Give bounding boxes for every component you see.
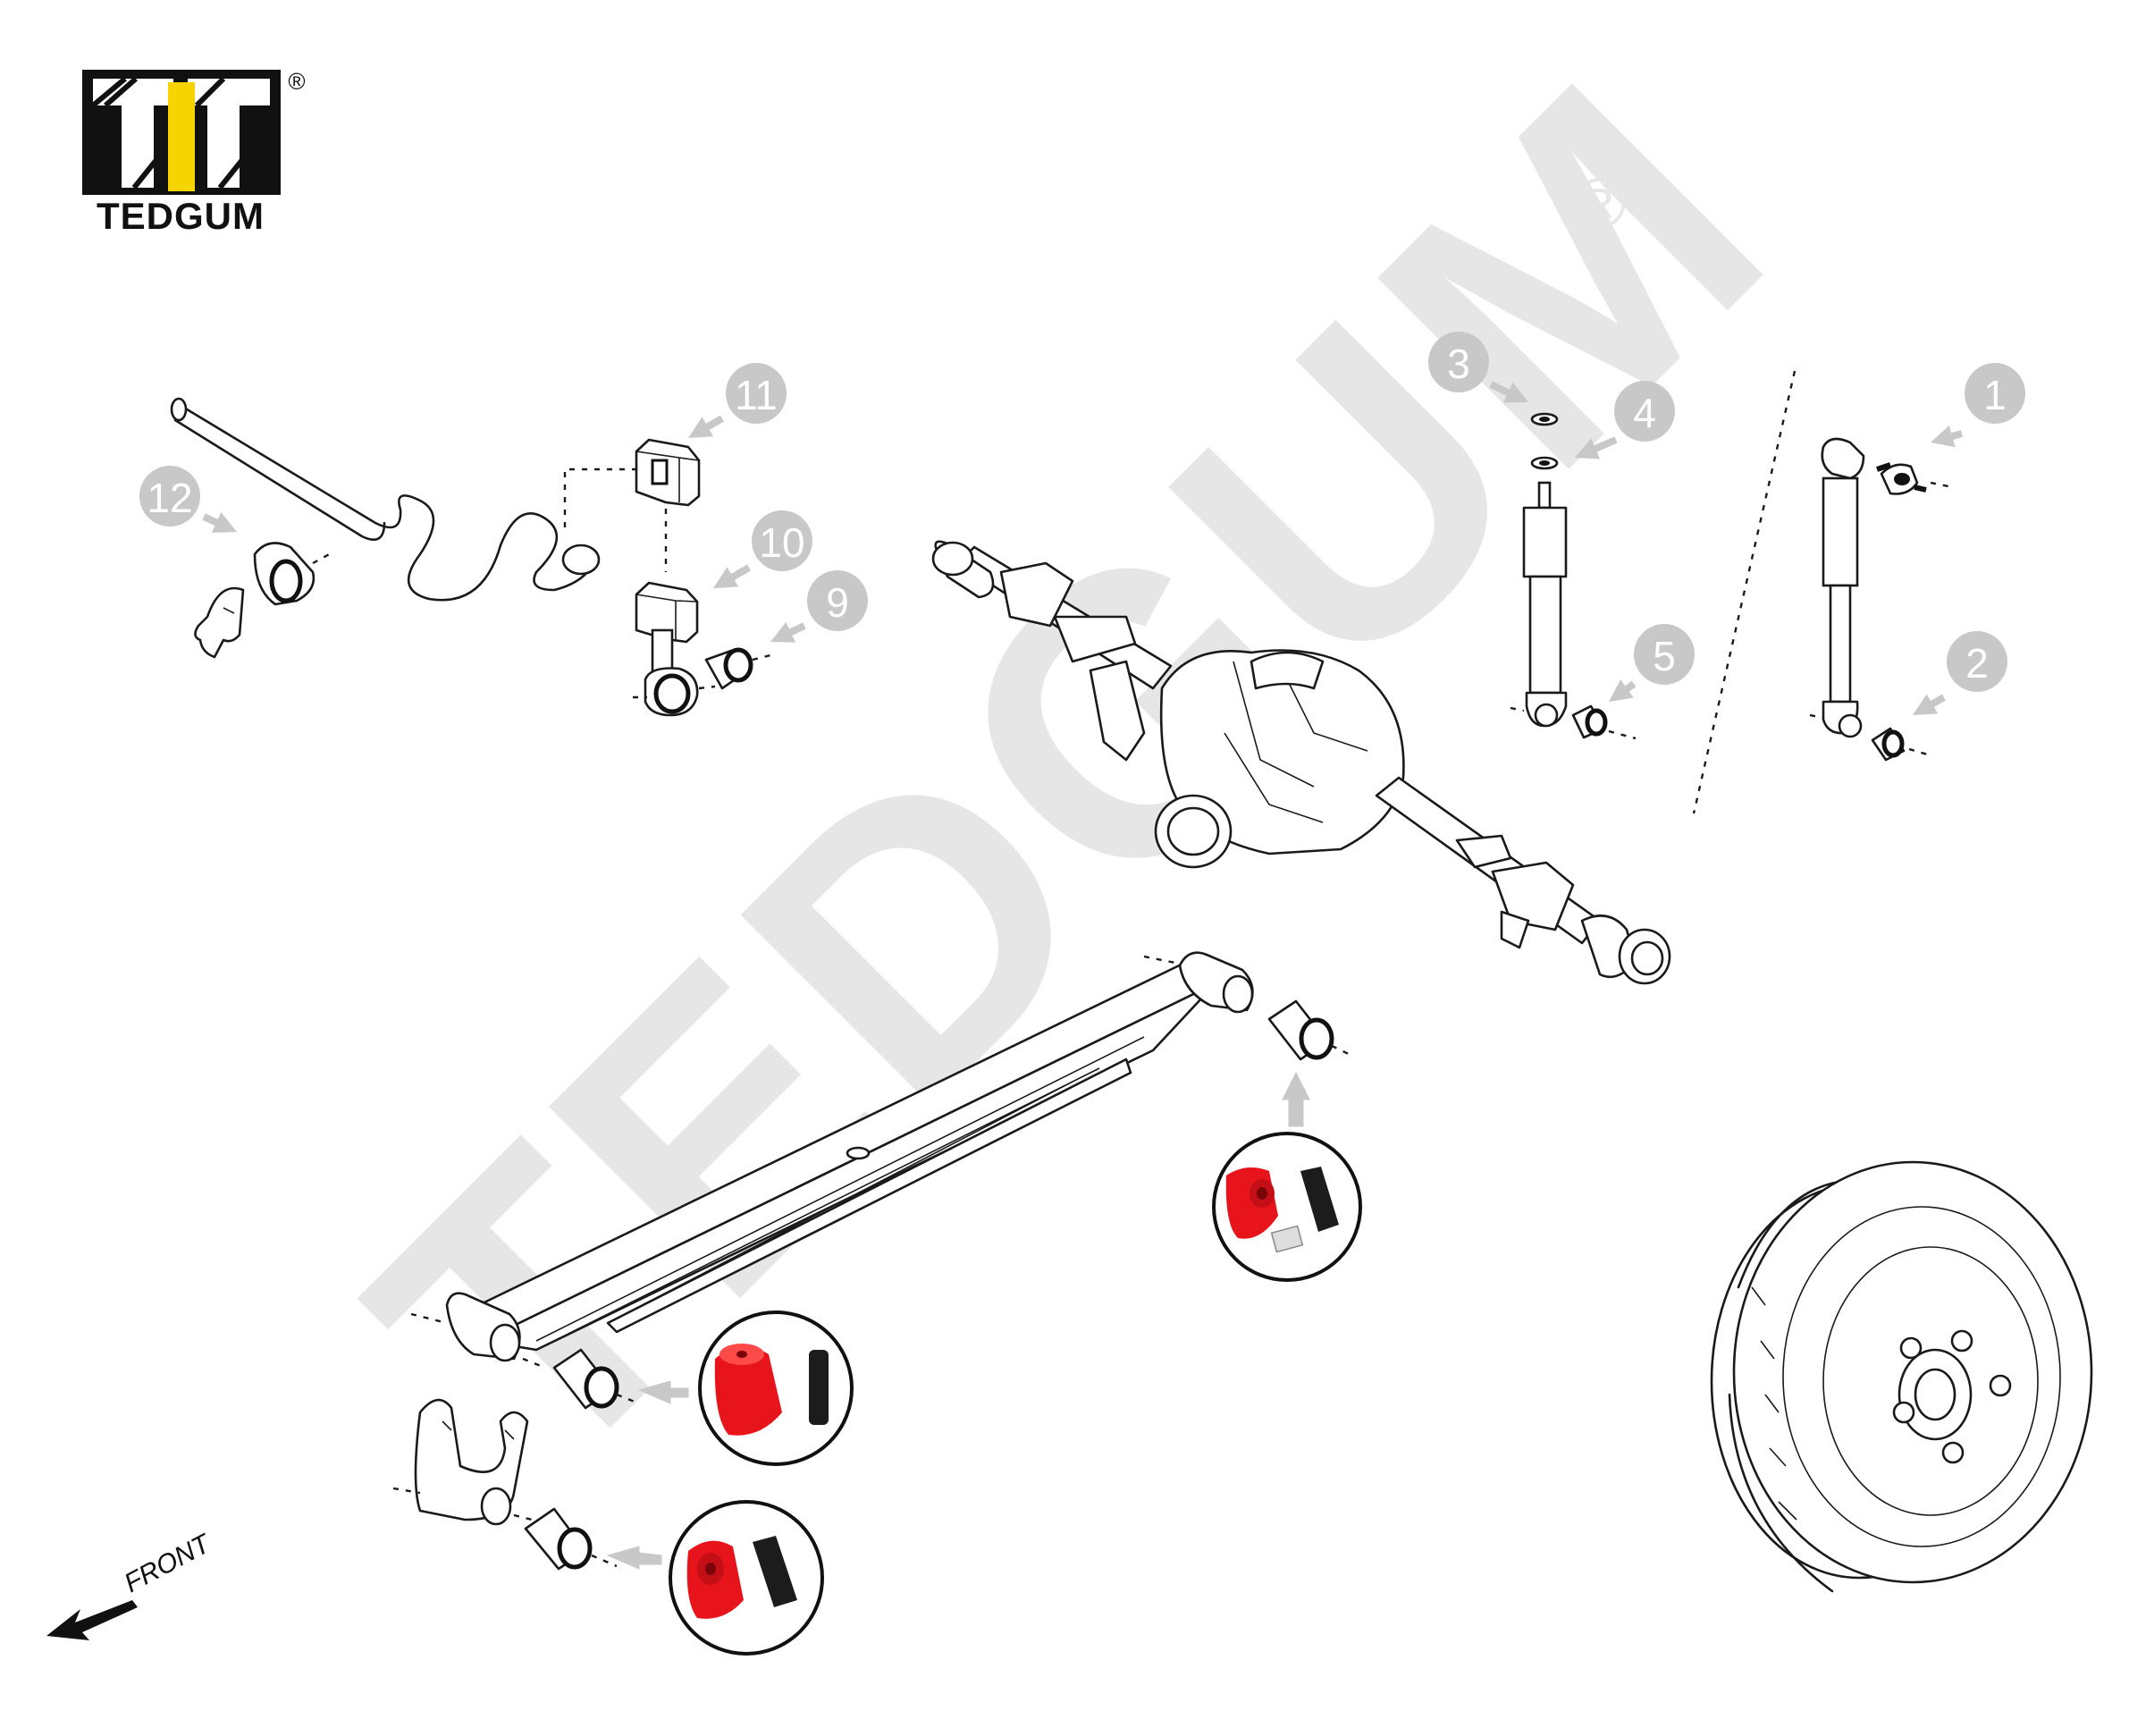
product-photo-shackle xyxy=(606,1500,824,1656)
product-photo-rear-eye xyxy=(1212,1071,1362,1282)
callout-arrowhead-4 xyxy=(1575,438,1601,459)
callout-number-3: 3 xyxy=(1447,341,1470,387)
callout-number-11: 11 xyxy=(735,372,778,418)
callout-circle-10 xyxy=(752,510,812,571)
callout-number-10: 10 xyxy=(759,519,804,566)
shock-absorber-right xyxy=(1809,437,1865,738)
shock-upper-bushing xyxy=(1876,462,1954,495)
callout-arrowhead-3 xyxy=(1502,382,1528,403)
wheel xyxy=(1710,1160,2093,1593)
callout-10: 10 xyxy=(713,510,812,588)
callout-circle-2 xyxy=(1947,631,2007,692)
stabilizer-mount-bushing xyxy=(635,438,701,507)
stabilizer-link xyxy=(633,581,716,717)
shackle-bushing xyxy=(524,1507,618,1571)
callout-arrowhead-12 xyxy=(211,512,237,533)
callout-1: 1 xyxy=(1931,363,2025,448)
logo-stripes xyxy=(91,76,244,190)
callout-arrowhead-1 xyxy=(1931,425,1956,448)
callout-arrowhead-11 xyxy=(688,417,714,438)
separator-dashed-line xyxy=(1692,370,1797,814)
callout-number-4: 4 xyxy=(1633,390,1656,436)
callout-circle-5 xyxy=(1634,624,1695,685)
callout-number-12: 12 xyxy=(147,475,192,521)
shock-absorber-center xyxy=(1510,412,1568,728)
callout-number-1: 1 xyxy=(1983,372,2007,418)
callout-number-9: 9 xyxy=(826,579,849,626)
logo-t-stem-right xyxy=(207,105,240,188)
watermark-registered-mark: ® xyxy=(1574,164,1627,243)
logo-wordmark: TEDGUM xyxy=(97,195,265,237)
callout-circle-12 xyxy=(139,466,200,527)
rear-axle xyxy=(931,540,1671,985)
callout-12: 12 xyxy=(139,466,237,533)
stabilizer-link-bushing xyxy=(704,647,775,690)
callout-arrowhead-5 xyxy=(1609,679,1634,702)
leaf-spring xyxy=(410,951,1254,1369)
callout-11: 11 xyxy=(688,363,787,438)
callout-2: 2 xyxy=(1913,631,2007,715)
spring-shackle xyxy=(392,1398,533,1526)
callout-circle-1 xyxy=(1965,363,2025,424)
callout-circle-3 xyxy=(1428,332,1489,392)
callout-5: 5 xyxy=(1609,624,1695,702)
callout-arrowhead-9 xyxy=(770,621,796,643)
callout-circle-4 xyxy=(1614,381,1675,442)
callout-arrowhead-10 xyxy=(713,567,739,588)
link-dash-upper xyxy=(563,468,636,527)
tedgum-logo: TEDGUM ® xyxy=(82,68,306,237)
logo-registered-mark: ® xyxy=(288,68,305,95)
stabilizer-bar xyxy=(170,397,601,602)
product-photo-front-eye xyxy=(637,1310,854,1466)
callout-4: 4 xyxy=(1575,381,1675,459)
callout-arrowhead-2 xyxy=(1913,694,1939,715)
logo-t-stem-left xyxy=(122,105,154,188)
shock-eye-bushing xyxy=(1571,704,1637,740)
logo-yellow-bar xyxy=(168,82,195,191)
leaf-spring-front-eye-bushing xyxy=(552,1348,640,1410)
stabilizer-bar-bushing xyxy=(253,542,333,606)
stabilizer-bar-clamp xyxy=(194,586,245,659)
shock-lower-bushing xyxy=(1871,727,1931,762)
callout-circle-11 xyxy=(726,363,787,424)
callout-9: 9 xyxy=(770,570,868,643)
callout-circle-9 xyxy=(807,570,868,631)
front-direction-arrow: FRONT xyxy=(46,1528,217,1640)
callout-number-5: 5 xyxy=(1653,633,1676,679)
front-label: FRONT xyxy=(120,1528,217,1598)
callout-number-2: 2 xyxy=(1965,640,1989,687)
leaf-spring-rear-eye-bushing xyxy=(1267,999,1355,1061)
callout-3: 3 xyxy=(1428,332,1528,403)
